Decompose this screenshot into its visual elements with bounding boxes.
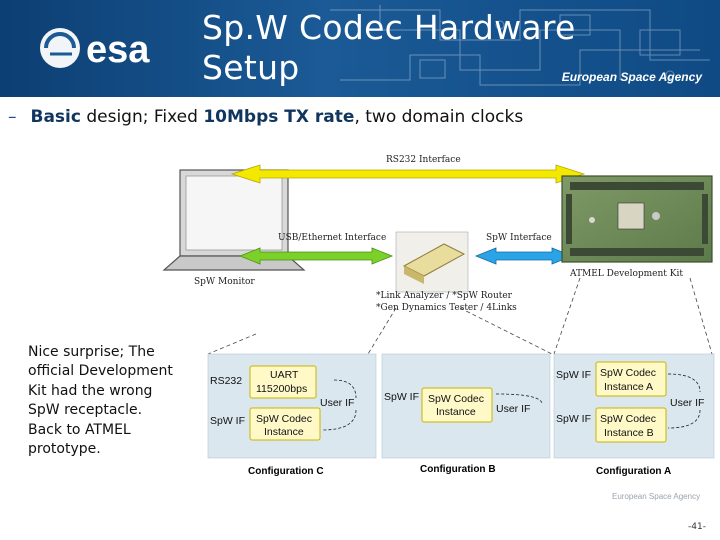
config-a-codec-b-2: Instance B: [604, 427, 654, 439]
agency-label: European Space Agency: [561, 70, 702, 84]
spw-interface-label: SpW Interface: [486, 233, 552, 243]
config-c-user-if: User IF: [320, 397, 354, 409]
config-c-label: Configuration C: [248, 466, 324, 477]
rs232-interface-label: RS232 Interface: [386, 155, 461, 165]
side-note: Nice surprise; The official Development …: [28, 344, 173, 458]
analyzer-label-1: *Link Analyzer / *SpW Router: [376, 291, 513, 301]
page-number: -41-: [688, 522, 706, 532]
config-c-codec-1: SpW Codec: [256, 413, 312, 425]
config-b-label: Configuration B: [420, 464, 496, 475]
esa-logo: esa: [40, 28, 150, 71]
config-b-codec-box: [421, 387, 493, 423]
config-b-user-if: User IF: [496, 403, 530, 415]
analyzer-label-2: *Gen Dynamics Tester / 4Links: [376, 303, 517, 313]
hardware-diagram: SpW Monitor RS232 Interface USB/Ethernet…: [162, 155, 715, 477]
config-a-codec-b-1: SpW Codec: [600, 413, 656, 425]
bullet-dash: –: [8, 107, 17, 127]
config-c-codec-2: Instance: [264, 426, 304, 438]
footer-agency: European Space Agency: [612, 492, 701, 501]
callout-lines: [207, 277, 713, 355]
config-a-panel: SpW IF SpW Codec Instance A User IF SpW …: [553, 353, 715, 459]
logo-text: esa: [86, 29, 150, 71]
config-a-codec-b-box: [595, 407, 667, 443]
header-banner: esa Sp.W Codec Hardware Setup European S…: [0, 0, 720, 97]
bullet-bold-rate: 10Mbps TX rate: [203, 107, 355, 127]
atmel-kit-label: ATMEL Development Kit: [569, 269, 683, 279]
config-c-rs232: RS232: [210, 375, 242, 387]
config-c-spw-if: SpW IF: [210, 415, 245, 427]
config-b-panel: SpW IF SpW Codec Instance User IF: [381, 353, 551, 459]
config-a-user-if: User IF: [670, 397, 704, 409]
page-title: Sp.W Codec Hardware Setup: [202, 8, 576, 87]
config-a-label: Configuration A: [596, 466, 671, 477]
config-c-uart: UART: [270, 369, 299, 381]
usb-ethernet-arrow: [238, 247, 394, 265]
spw-interface-arrow: [474, 247, 574, 265]
spw-monitor-label: SpW Monitor: [194, 277, 255, 287]
bullet-text-2: , two domain clocks: [354, 107, 524, 127]
link-analyzer-icon: [395, 231, 469, 293]
usb-interface-label: USB/Ethernet Interface: [278, 233, 386, 243]
config-c-panel: RS232 UART 115200bps User IF SpW IF SpW …: [207, 353, 377, 459]
config-a-codec-a-box: [595, 361, 667, 397]
rs232-arrow: [230, 164, 586, 184]
bullet-bold-basic: Basic: [30, 107, 81, 127]
config-c-codec-box: [249, 407, 321, 441]
uart-box: [249, 365, 317, 399]
laptop-icon: [162, 169, 306, 271]
config-b-codec-1: SpW Codec: [428, 393, 484, 405]
config-c-baud: 115200bps: [256, 383, 307, 395]
config-a-spw-if-a: SpW IF: [556, 369, 591, 381]
config-b-codec-2: Instance: [436, 406, 476, 418]
config-b-spw-if: SpW IF: [384, 391, 419, 403]
atmel-board-icon: [561, 175, 713, 263]
config-a-codec-a-1: SpW Codec: [600, 367, 656, 379]
bullet-line: –Basic design; Fixed 10Mbps TX rate, two…: [8, 107, 523, 127]
config-a-spw-if-b: SpW IF: [556, 413, 591, 425]
bullet-text-1: design; Fixed: [80, 107, 204, 127]
circuit-pattern: [330, 5, 710, 86]
config-a-codec-a-2: Instance A: [604, 381, 653, 393]
